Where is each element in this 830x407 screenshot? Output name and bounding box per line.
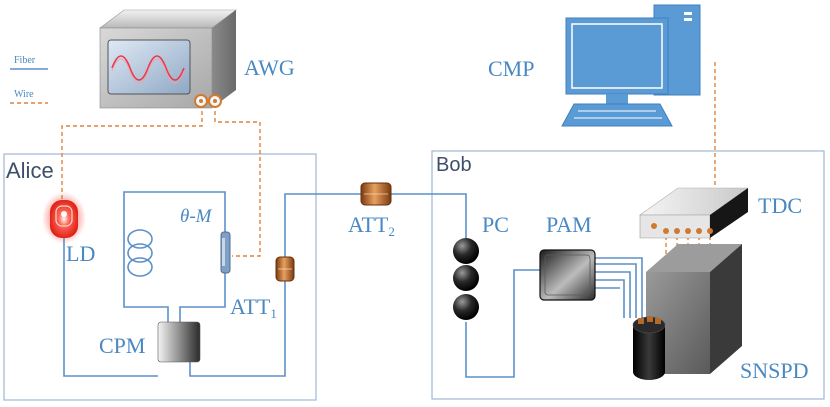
att2-label: ATT2 xyxy=(348,212,395,239)
computer-icon xyxy=(561,4,701,127)
fiber-pc-pam xyxy=(465,269,540,378)
alice-box xyxy=(3,153,317,401)
polarization-controller-icon xyxy=(453,238,479,320)
legend: Fiber Wire xyxy=(10,55,48,104)
fiber-loop-top xyxy=(123,191,226,322)
theta-m-label: θ-M xyxy=(180,206,213,227)
wire-awg-ld xyxy=(61,104,203,200)
ld-label: LD xyxy=(66,241,95,266)
laser-diode-icon xyxy=(42,192,86,244)
bob-title: Bob xyxy=(436,154,472,176)
legend-fiber-label: Fiber xyxy=(14,55,36,66)
cmp-label: CMP xyxy=(488,56,534,81)
dewar-icon xyxy=(632,316,666,380)
pam-label: PAM xyxy=(546,212,592,237)
modulator-icon xyxy=(539,249,596,301)
fiber-coil-icon xyxy=(127,229,153,277)
cpm-label: CPM xyxy=(99,333,145,358)
wire-awg-modulator xyxy=(214,104,261,257)
snspd-label: SNSPD xyxy=(740,358,808,383)
fiber-att1-att2 xyxy=(284,193,361,257)
circulator-icon xyxy=(157,321,201,363)
tdc-label: TDC xyxy=(758,193,802,218)
attenuator-1-icon xyxy=(275,256,295,282)
fiber-ld-cpm xyxy=(63,236,158,377)
fiber-att2-pc xyxy=(391,193,467,238)
awg-instrument-icon xyxy=(99,9,237,109)
att1-label: ATT1 xyxy=(230,294,277,321)
legend-wire-label: Wire xyxy=(14,89,34,100)
attenuator-2-icon xyxy=(360,182,392,206)
alice-title: Alice xyxy=(6,158,54,183)
pc-label: PC xyxy=(482,212,509,237)
fiber-pam-snspd xyxy=(595,257,643,318)
phase-modulator-icon xyxy=(220,231,231,274)
bob-box xyxy=(431,150,825,400)
tdc-box-icon xyxy=(639,187,749,239)
awg-label: AWG xyxy=(244,55,295,80)
fiber-cpm-att1 xyxy=(189,280,286,377)
fiber-loop-right xyxy=(179,273,226,322)
